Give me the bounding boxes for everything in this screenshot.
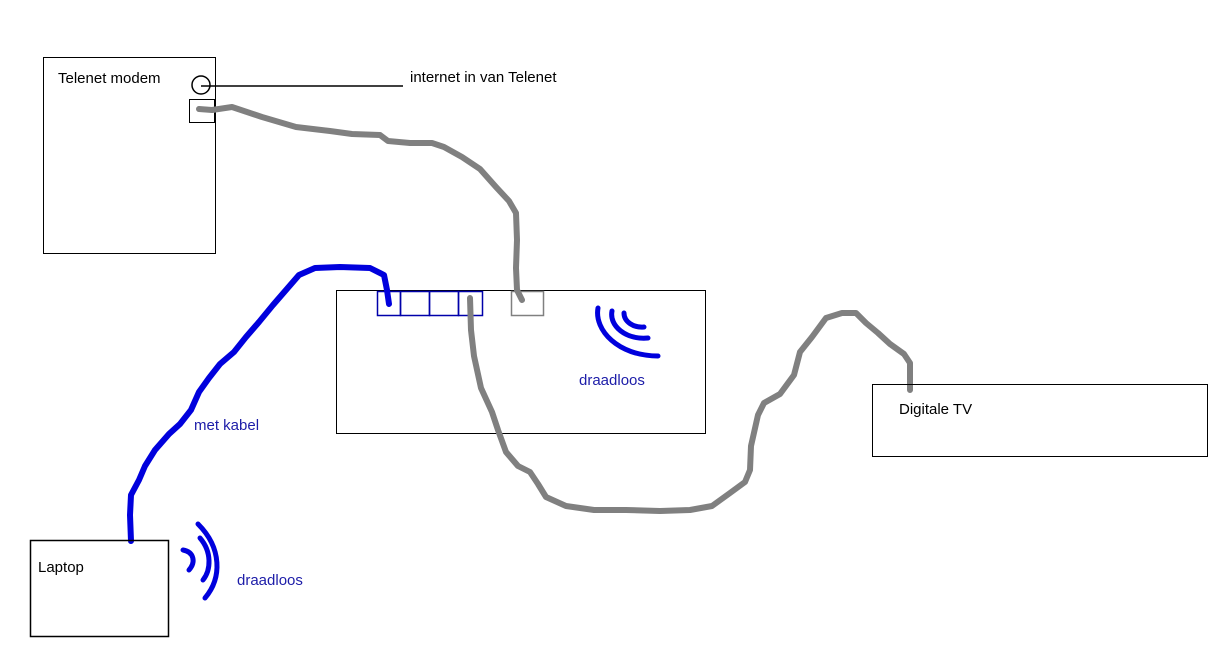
tv-label: Digitale TV: [899, 401, 972, 418]
router-tv-cable: [467, 295, 913, 514]
router-box: [336, 290, 706, 434]
laptop-wireless-icon: [180, 521, 220, 601]
modem-box: [43, 57, 216, 254]
wired-label: met kabel: [194, 417, 259, 434]
router-lan-ports: [376, 290, 484, 317]
router-wan-port: [510, 290, 545, 317]
router-wireless-icon: [595, 305, 661, 359]
internet-in-label: internet in van Telenet: [410, 69, 557, 86]
router-lan-port-2: [399, 290, 431, 317]
modem-router-cable: [196, 104, 525, 303]
laptop-wired-cable: [127, 264, 392, 544]
laptop-wireless-label: draadloos: [237, 572, 303, 589]
modem-label: Telenet modem: [58, 70, 161, 87]
coax-port-icon: [191, 75, 211, 95]
tv-box: [872, 384, 1208, 457]
laptop-label: Laptop: [38, 559, 84, 576]
laptop-box: [29, 539, 170, 638]
router-wireless-label: draadloos: [579, 372, 645, 389]
router-lan-port-3: [428, 290, 460, 317]
